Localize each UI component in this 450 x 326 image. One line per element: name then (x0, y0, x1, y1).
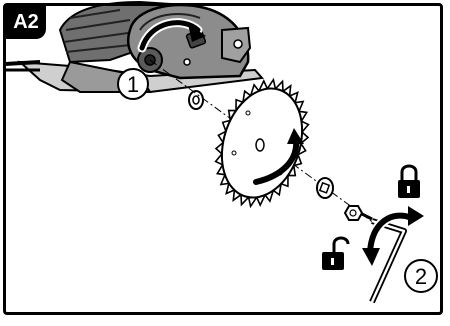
figure-frame (3, 3, 443, 315)
step-label: A2 (6, 6, 46, 39)
